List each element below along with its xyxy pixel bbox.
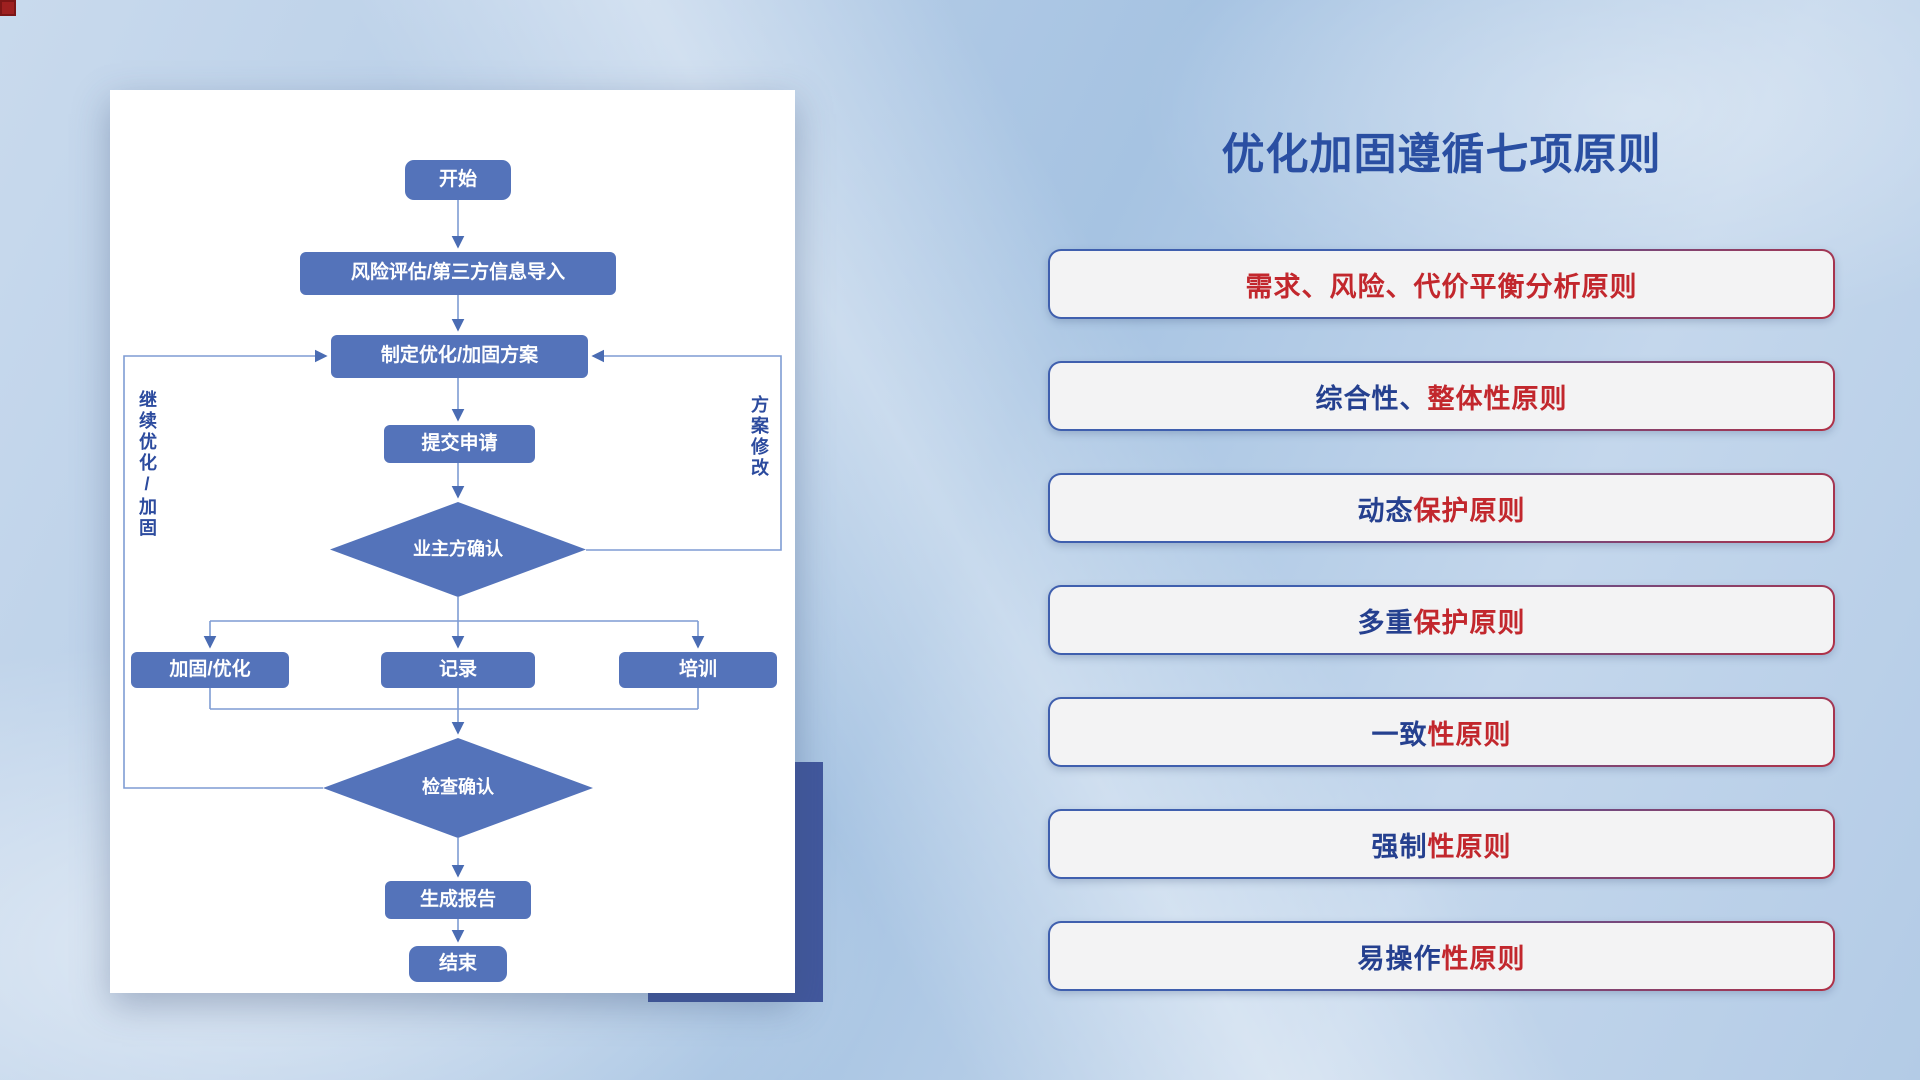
flow-node-make-plan: 制定优化/加固方案 (331, 335, 588, 378)
principle-item: 一致性原则 (1048, 697, 1835, 767)
left-loop-label: 继续优化/加固 (137, 390, 157, 539)
flow-node-training: 培训 (619, 652, 777, 688)
flowchart-card: 开始 风险评估/第三方信息导入 制定优化/加固方案 提交申请 业主方确认 加固/… (110, 90, 795, 993)
flow-node-harden-optimize: 加固/优化 (131, 652, 289, 688)
flow-node-risk-assessment: 风险评估/第三方信息导入 (300, 252, 616, 295)
principle-item: 多重保护原则 (1048, 585, 1835, 655)
corner-marker (0, 0, 16, 16)
principle-text-segment: 性原则 (1427, 831, 1512, 862)
principle-item: 动态保护原则 (1048, 473, 1835, 543)
principle-text-segment: 性原则 (1427, 719, 1512, 750)
principle-item: 易操作性原则 (1048, 921, 1835, 991)
principle-text-segment: 整体性原则 (1427, 383, 1568, 414)
flow-node-record: 记录 (381, 652, 535, 688)
principle-item: 综合性、整体性原则 (1048, 361, 1835, 431)
principle-text-segment: 保护原则 (1413, 495, 1526, 526)
flowchart-connectors (123, 200, 782, 943)
panel-title: 优化加固遵循七项原则 (1221, 131, 1662, 179)
principle-text-segment: 多重 (1357, 607, 1414, 638)
principle-text-segment: 一致 (1371, 719, 1428, 750)
principle-item: 需求、风险、代价平衡分析原则 (1048, 249, 1835, 319)
principle-text-segment: 保护原则 (1413, 607, 1526, 638)
principle-text-segment: 易操作 (1357, 943, 1442, 974)
flow-node-generate-report: 生成报告 (385, 881, 531, 919)
flow-node-end: 结束 (409, 946, 507, 982)
principle-text-segment: 性原则 (1441, 943, 1526, 974)
flow-node-start: 开始 (405, 160, 511, 200)
flow-node-submit-application: 提交申请 (384, 425, 535, 463)
principle-item: 强制性原则 (1048, 809, 1835, 879)
principle-text-segment: 强制 (1371, 831, 1428, 862)
principle-text-segment: 动态 (1357, 495, 1414, 526)
right-loop-label: 方案修改 (749, 395, 769, 479)
principle-text-segment: 综合性、 (1315, 383, 1428, 414)
principle-text-segment: 需求、风险、代价平衡分析原则 (1245, 271, 1638, 302)
principles-list: 需求、风险、代价平衡分析原则综合性、整体性原则动态保护原则多重保护原则一致性原则… (1048, 249, 1835, 1033)
